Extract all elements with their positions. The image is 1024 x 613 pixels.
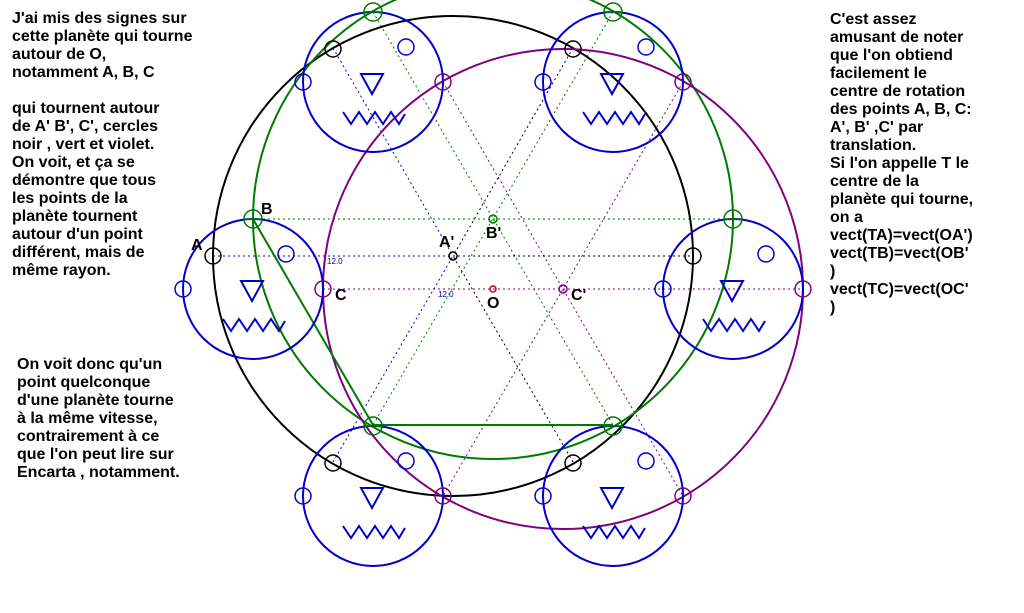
planet-nose-triangle [239,280,265,304]
label-o: O [487,295,499,312]
measure-label-1: 12.0 [327,257,343,266]
planet-top-right [534,2,692,153]
center-b-prime-marker [488,214,498,224]
planet-bottom-right [534,416,692,567]
point-a-marker [204,247,222,265]
planet-nose-triangle [599,487,625,511]
center-c-prime-marker [558,284,568,294]
planet-mouth-zigzag [582,524,646,540]
planet-left-marker [294,487,312,505]
point-c-marker [434,73,452,91]
point-c-marker [674,487,692,505]
planet-nose-triangle [719,280,745,304]
label-c-prime: C' [571,287,586,304]
point-c-marker [314,280,332,298]
planet-eye [637,452,655,470]
planet-mouth-zigzag [702,317,766,333]
planet-eye [397,452,415,470]
planet-mouth-zigzag [222,317,286,333]
planet-outline [302,425,444,567]
planet-outline [542,425,684,567]
point-c-marker [674,73,692,91]
center-o-marker [489,285,497,293]
center-a-prime-marker [448,251,458,261]
label-b-prime: B' [486,225,501,242]
label-a: A [191,237,203,254]
planet-nose-triangle [359,487,385,511]
planet-nose-triangle [599,73,625,97]
label-a-prime: A' [439,234,454,251]
point-c-marker [794,280,812,298]
planet-nose-triangle [359,73,385,97]
label-b: B [261,201,273,218]
point-a-marker [324,40,342,58]
left-top-text: J'ai mis des signes sur cette planète qu… [12,10,193,279]
planet-top-left [294,2,452,153]
left-bottom-text: On voit donc qu'un point quelconque d'un… [17,356,180,481]
right-text: C'est assez amusant de noter que l'on ob… [830,11,974,316]
planet-mouth-zigzag [582,110,646,126]
planets [174,2,812,567]
construction-lines [213,11,803,497]
planet-bottom-left [294,416,452,567]
planet-outline [542,11,684,153]
planet-eye [277,245,295,263]
label-c: C [335,287,347,304]
planet-left-marker [534,73,552,91]
planet-eye [637,38,655,56]
point-a-marker [324,454,342,472]
green-trapezoid [252,218,613,426]
planet-mouth-zigzag [342,524,406,540]
planet-left-marker [534,487,552,505]
planet-left-marker [294,73,312,91]
planet-mouth-zigzag [342,110,406,126]
point-a-marker [684,247,702,265]
planet-eye [757,245,775,263]
planet-right [654,209,812,360]
planet-outline [302,11,444,153]
point-a-marker [564,454,582,472]
measure-label-2: 12.0 [438,290,454,299]
planet-left-marker [174,280,192,298]
black-rotation-circle [212,15,694,497]
point-a-marker [564,40,582,58]
planet-eye [397,38,415,56]
planet-left-marker [654,280,672,298]
point-c-marker [434,487,452,505]
planet-left [174,209,332,360]
